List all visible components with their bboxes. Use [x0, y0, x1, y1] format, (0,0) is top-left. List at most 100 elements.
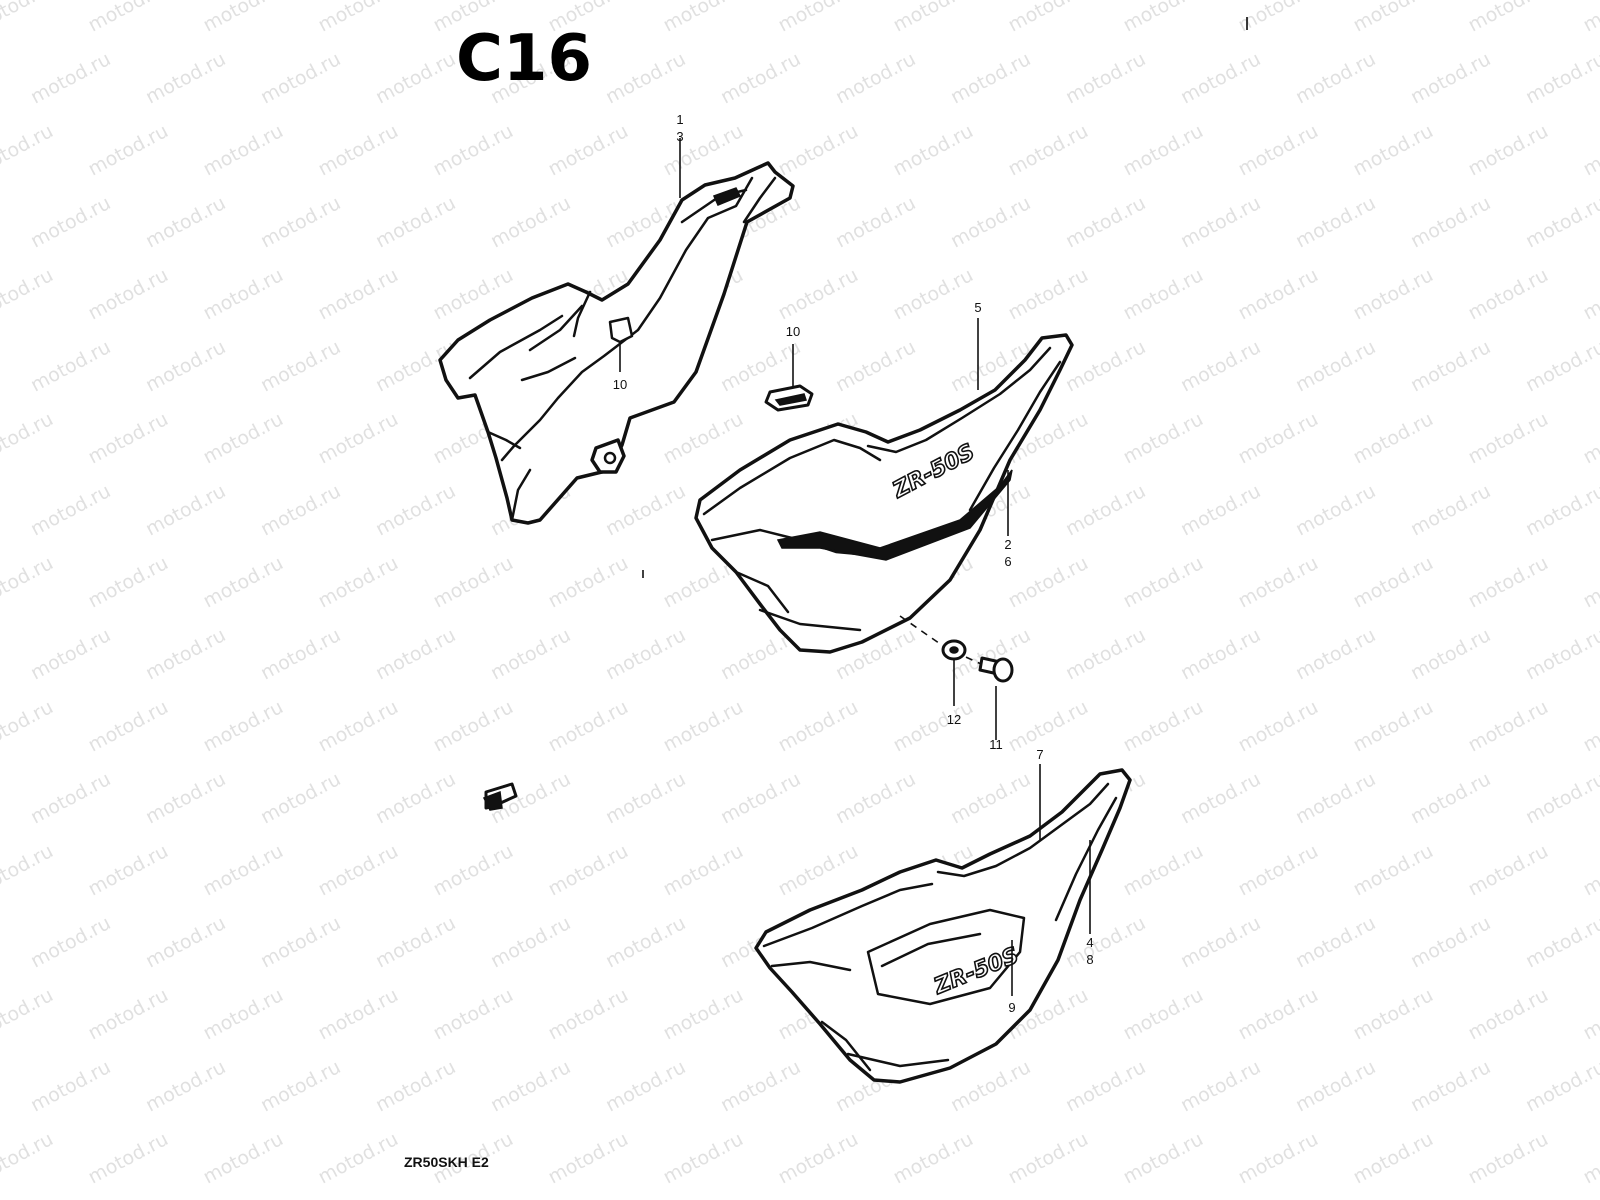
watermark-text: motod.ru: [1120, 696, 1207, 756]
watermark-text: motod.ru: [0, 696, 57, 756]
watermark-text: motod.ru: [1005, 264, 1092, 324]
watermark-text: motod.ru: [430, 840, 517, 900]
watermark-text: motod.ru: [1580, 696, 1600, 756]
watermark-text: motod.ru: [1177, 912, 1264, 972]
watermark-text: motod.ru: [775, 0, 862, 36]
watermark-text: motod.ru: [27, 192, 114, 252]
watermark-text: motod.ru: [1062, 48, 1149, 108]
watermark-text: motod.ru: [372, 1056, 459, 1116]
watermark-text: motod.ru: [660, 408, 747, 468]
watermark-text: motod.ru: [85, 408, 172, 468]
watermark-text: motod.ru: [1177, 192, 1264, 252]
watermark-text: motod.ru: [1120, 408, 1207, 468]
watermark-text: motod.ru: [1235, 408, 1322, 468]
watermark-text: motod.ru: [1407, 1056, 1494, 1116]
watermark-text: motod.ru: [142, 192, 229, 252]
watermark-text: motod.ru: [1177, 1056, 1264, 1116]
watermark-text: motod.ru: [602, 1056, 689, 1116]
watermark-text: motod.ru: [602, 912, 689, 972]
watermark-text: motod.ru: [487, 624, 574, 684]
watermark-text: motod.ru: [1120, 1128, 1207, 1188]
watermark-text: motod.ru: [1350, 408, 1437, 468]
watermark-text: motod.ru: [775, 264, 862, 324]
page-code-title: C16: [456, 22, 592, 96]
watermark-text: motod.ru: [1407, 480, 1494, 540]
watermark-text: motod.ru: [315, 840, 402, 900]
watermark-text: motod.ru: [1120, 264, 1207, 324]
watermark-text: motod.ru: [85, 1128, 172, 1188]
watermark-text: motod.ru: [1407, 48, 1494, 108]
watermark-text: motod.ru: [1522, 1056, 1600, 1116]
watermark-text: motod.ru: [1465, 696, 1552, 756]
cushion-loose: 10: [764, 324, 814, 412]
watermark-text: motod.ru: [1465, 1128, 1552, 1188]
cushion-upper: 10: [613, 342, 627, 392]
watermark-text: motod.ru: [1580, 1128, 1600, 1188]
watermark-text: motod.ru: [487, 192, 574, 252]
watermark-text: motod.ru: [1005, 0, 1092, 36]
watermark-text: motod.ru: [1465, 552, 1552, 612]
watermark-text: motod.ru: [1235, 840, 1322, 900]
side-cover-front: ZR-50S 5 2 6: [694, 300, 1074, 654]
watermark-text: motod.ru: [142, 48, 229, 108]
watermark-text: motod.ru: [142, 1056, 229, 1116]
watermark-text: motod.ru: [890, 696, 977, 756]
watermark-text: motod.ru: [545, 120, 632, 180]
watermark-text: motod.ru: [1062, 624, 1149, 684]
watermark-text: motod.ru: [1522, 912, 1600, 972]
side-cover-rear: ZR-50S 7 4 8 9: [754, 747, 1132, 1084]
watermark-text: motod.ru: [1292, 480, 1379, 540]
watermark-text: motod.ru: [545, 840, 632, 900]
watermark-text: motod.ru: [1580, 840, 1600, 900]
watermark-text: motod.ru: [1177, 336, 1264, 396]
watermark-text: motod.ru: [1062, 480, 1149, 540]
watermark-text: motod.ru: [200, 1128, 287, 1188]
callout-front-cover-2: 2: [1004, 537, 1011, 552]
watermark-text: motod.ru: [27, 480, 114, 540]
watermark-text: motod.ru: [1350, 264, 1437, 324]
watermark-text: motod.ru: [1005, 120, 1092, 180]
watermark-text: motod.ru: [660, 1128, 747, 1188]
watermark-text: motod.ru: [1120, 552, 1207, 612]
watermark-text: motod.ru: [200, 696, 287, 756]
callout-rear-cover-7: 7: [1036, 747, 1043, 762]
watermark-text: motod.ru: [1062, 336, 1149, 396]
watermark-text: motod.ru: [1350, 840, 1437, 900]
watermark-text: motod.ru: [1235, 1128, 1322, 1188]
watermark-text: motod.ru: [0, 1128, 57, 1188]
watermark-text: motod.ru: [142, 624, 229, 684]
watermark-text: motod.ru: [545, 696, 632, 756]
watermark-text: motod.ru: [660, 0, 747, 36]
watermark-text: motod.ru: [1580, 408, 1600, 468]
watermark-text: motod.ru: [947, 192, 1034, 252]
callout-rear-cover-9: 9: [1008, 1000, 1015, 1015]
watermark-text: motod.ru: [1235, 264, 1322, 324]
watermark-text: motod.ru: [257, 624, 344, 684]
watermark-text: motod.ru: [257, 336, 344, 396]
watermark-text: motod.ru: [717, 1056, 804, 1116]
callout-frame-cover-1: 1: [676, 112, 683, 127]
watermark-text: motod.ru: [200, 840, 287, 900]
watermark-text: motod.ru: [315, 1128, 402, 1188]
watermark-text: motod.ru: [1407, 192, 1494, 252]
watermark-text: motod.ru: [775, 1128, 862, 1188]
watermark-text: motod.ru: [1177, 768, 1264, 828]
watermark-text: motod.ru: [1580, 552, 1600, 612]
watermark-text: motod.ru: [602, 480, 689, 540]
watermark-text: motod.ru: [1120, 0, 1207, 36]
watermark-text: motod.ru: [1177, 624, 1264, 684]
watermark-text: motod.ru: [315, 696, 402, 756]
watermark-text: motod.ru: [1522, 480, 1600, 540]
watermark-text: motod.ru: [1292, 768, 1379, 828]
watermark-text: motod.ru: [372, 768, 459, 828]
callout-screw: 11: [989, 737, 1003, 752]
watermark-text: motod.ru: [1350, 1128, 1437, 1188]
watermark-text: motod.ru: [775, 696, 862, 756]
clip-detail: [482, 782, 518, 811]
watermark-text: motod.ru: [0, 840, 57, 900]
watermark-text: motod.ru: [372, 480, 459, 540]
watermark-text: motod.ru: [487, 912, 574, 972]
watermark-text: motod.ru: [430, 552, 517, 612]
watermark-text: motod.ru: [257, 912, 344, 972]
